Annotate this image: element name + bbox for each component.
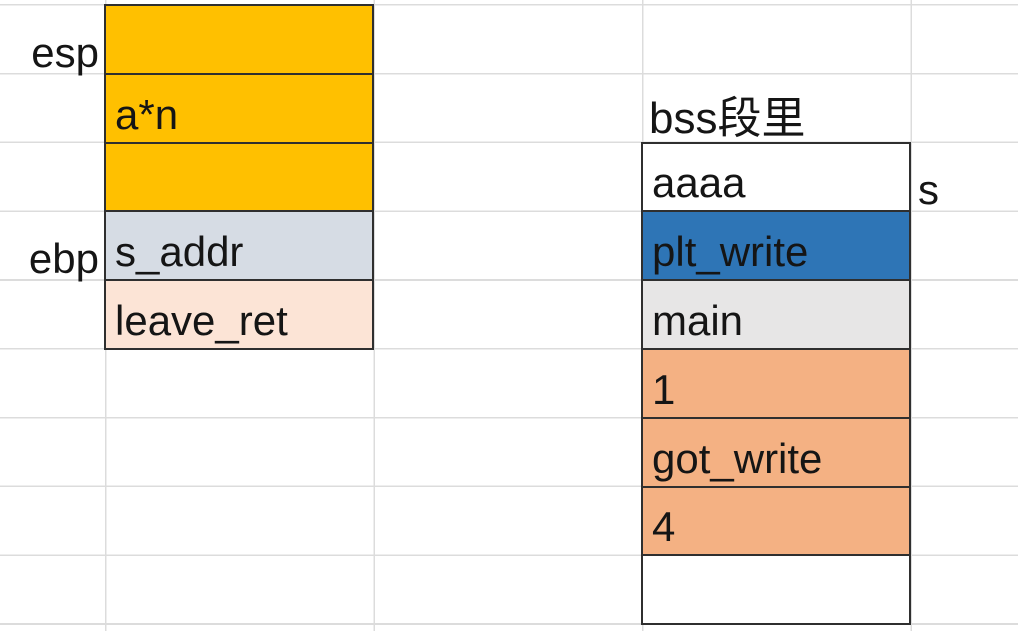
bss-cell-main[interactable]: main [641,279,911,350]
bss-cell-plt-write[interactable]: plt_write [641,210,911,282]
bss-segment-heading[interactable]: bss段里 [649,93,806,143]
bss-cell-aaaa[interactable]: aaaa [641,141,911,213]
bss-cell-1[interactable]: 1 [641,347,911,419]
bss-cell-empty[interactable] [641,554,911,626]
register-label-esp[interactable]: esp [31,28,99,76]
stack-cell-a-times-n[interactable]: a*n [104,72,374,144]
register-label-ebp[interactable]: ebp [28,235,99,283]
bss-block: aaaa plt_write main 1 got_write 4 [641,141,911,628]
stack-cell-leave-ret[interactable]: leave_ret [104,279,374,350]
stack-block: a*n s_addr leave_ret [104,4,374,352]
stack-cell-padding-top[interactable] [104,4,374,75]
bss-cell-4[interactable]: 4 [641,485,911,557]
bss-cell-got-write[interactable]: got_write [641,416,911,488]
stack-cell-s-addr[interactable]: s_addr [104,210,374,282]
stack-cell-padding-bottom[interactable] [104,141,374,213]
s-variable-label[interactable]: s [918,166,939,214]
